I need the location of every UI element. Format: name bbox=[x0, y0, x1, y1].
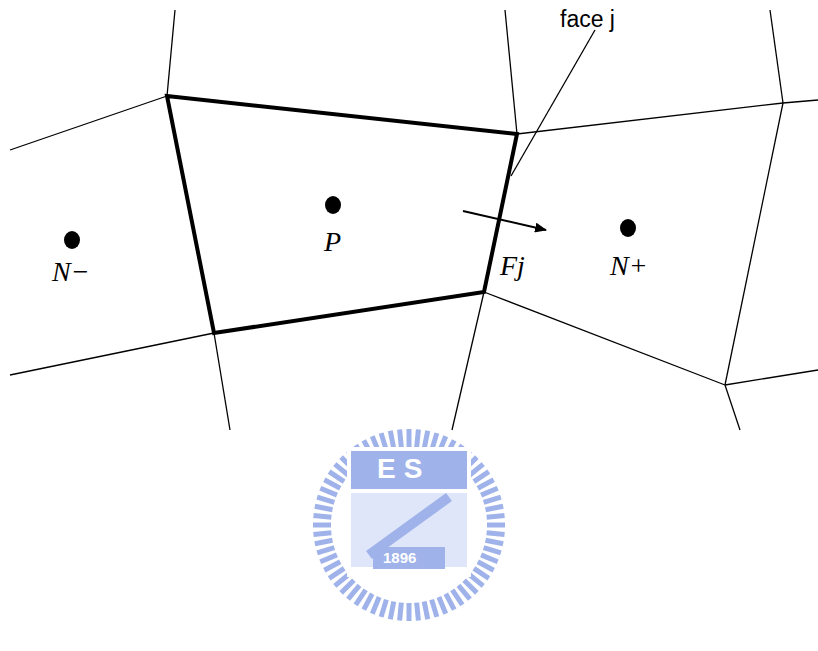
logo-ray bbox=[320, 555, 337, 562]
control-volume bbox=[167, 96, 517, 333]
logo-ray bbox=[315, 540, 333, 544]
flux-arrow bbox=[463, 211, 546, 230]
logo-ray bbox=[487, 533, 505, 535]
logo-ray bbox=[487, 516, 505, 518]
logo-ray bbox=[315, 506, 333, 510]
logo-ray bbox=[317, 497, 334, 502]
logo-ground bbox=[347, 447, 471, 577]
node-label: P bbox=[324, 228, 341, 256]
logo-ray bbox=[364, 594, 372, 610]
logo-ray bbox=[313, 516, 331, 518]
logo-ray bbox=[381, 600, 386, 617]
watermark-logo bbox=[313, 429, 505, 621]
logo-ray bbox=[400, 603, 402, 621]
logo-ray bbox=[478, 480, 494, 488]
logo-ray bbox=[481, 488, 498, 495]
logo-ray bbox=[446, 594, 454, 610]
node-dot bbox=[325, 196, 341, 214]
logo-ray bbox=[481, 555, 498, 562]
flux-label: Fj bbox=[500, 252, 525, 280]
logo-ray bbox=[313, 533, 331, 535]
logo-band bbox=[351, 451, 467, 489]
logo-ray bbox=[407, 429, 412, 447]
logo-ray bbox=[390, 431, 394, 449]
logo-ray bbox=[424, 431, 428, 449]
node-dot bbox=[64, 231, 80, 249]
watermark-year: 1896 bbox=[383, 550, 416, 565]
mesh-lines bbox=[10, 10, 818, 430]
logo-ray bbox=[478, 562, 494, 570]
logo-ray bbox=[474, 472, 489, 482]
logo-ray bbox=[407, 603, 412, 621]
logo-ribbon bbox=[373, 547, 445, 569]
leader-line bbox=[511, 30, 595, 176]
logo-ray bbox=[417, 429, 419, 447]
logo-ray bbox=[372, 597, 379, 614]
logo-ray bbox=[439, 597, 446, 614]
logo-ray bbox=[424, 602, 428, 620]
logo-ray bbox=[324, 480, 340, 488]
logo-ray bbox=[313, 523, 331, 528]
logo-field bbox=[351, 493, 467, 567]
node-label: N+ bbox=[610, 252, 648, 280]
logo-ray bbox=[432, 600, 437, 617]
logo-ray bbox=[390, 602, 394, 620]
logo-ray bbox=[320, 488, 337, 495]
logo-ray bbox=[486, 506, 504, 510]
logo-ray bbox=[324, 562, 340, 570]
logo-ray bbox=[452, 590, 462, 605]
logo-stroke bbox=[369, 497, 449, 555]
logo-ray bbox=[486, 540, 504, 544]
logo-ray bbox=[487, 523, 505, 528]
node-dot bbox=[620, 219, 636, 237]
logo-ray bbox=[484, 497, 501, 502]
node-label: N− bbox=[52, 258, 90, 286]
callout-text: face j bbox=[560, 8, 615, 31]
logo-ray bbox=[417, 603, 419, 621]
logo-ray bbox=[484, 548, 501, 553]
logo-ray bbox=[317, 548, 334, 553]
watermark-text: ES bbox=[377, 455, 430, 483]
logo-ray bbox=[400, 429, 402, 447]
logo-ray bbox=[329, 568, 344, 578]
